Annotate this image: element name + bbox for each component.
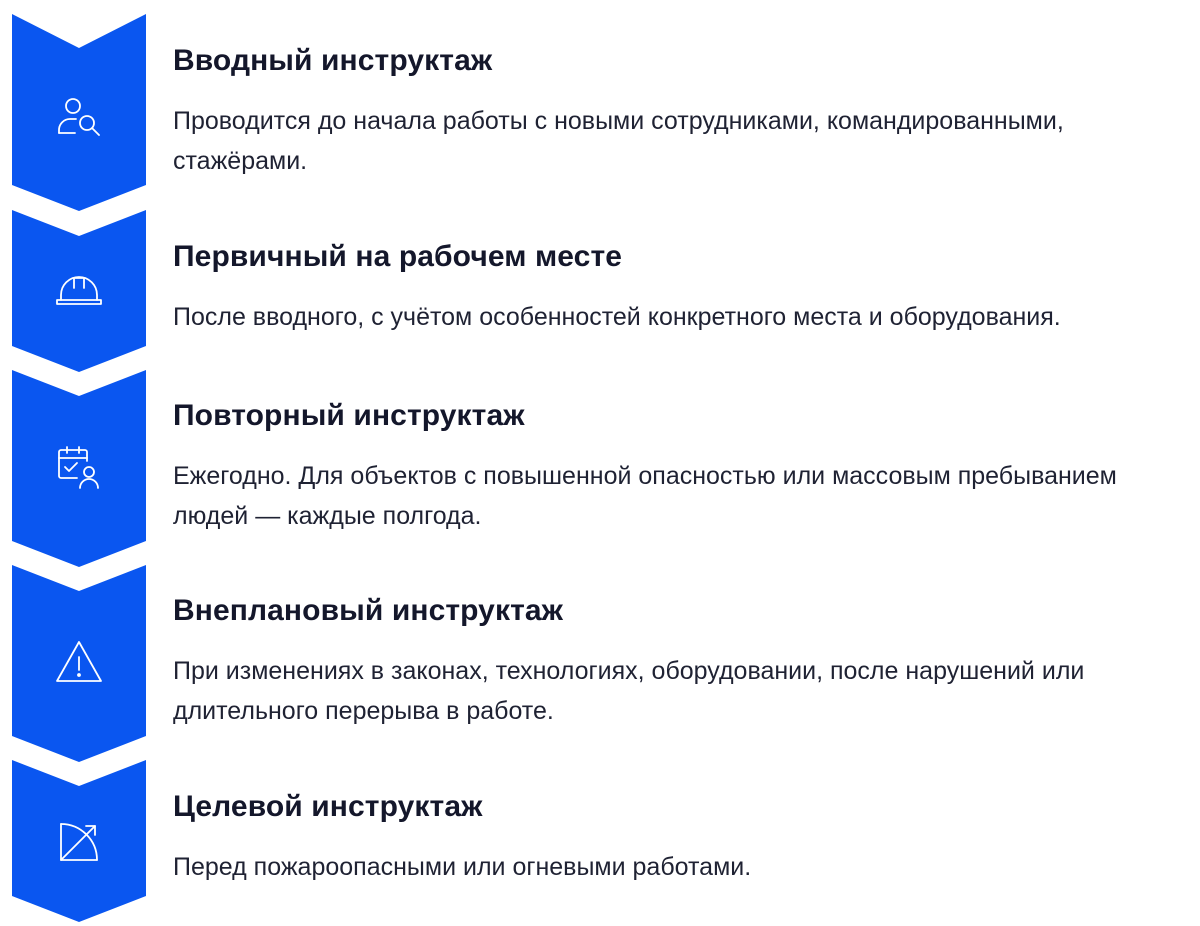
target-arrow-icon bbox=[53, 816, 105, 868]
step-2-description: После вводного, с учётом особенностей ко… bbox=[173, 303, 1061, 331]
step-3-description: Ежегодно. Для объектов с повышенной опас… bbox=[173, 462, 1117, 530]
step-2-chevron bbox=[12, 210, 146, 372]
step-5-title: Целевой инструктаж bbox=[173, 790, 483, 823]
step-5-description: Перед пожароопасными или огневыми работа… bbox=[173, 853, 752, 881]
step-1-title: Вводный инструктаж bbox=[173, 44, 493, 77]
step-1-description: Проводится до начала работы с новыми сот… bbox=[173, 107, 1064, 175]
warning-icon bbox=[53, 637, 105, 689]
hard-hat-icon bbox=[53, 262, 105, 314]
step-2-title: Первичный на рабочем месте bbox=[173, 240, 623, 273]
step-4-description: При изменениях в законах, технологиях, о… bbox=[173, 657, 1085, 725]
step-4-title: Внеплановый инструктаж bbox=[173, 594, 564, 627]
user-search-icon bbox=[53, 92, 105, 144]
step-3-title: Повторный инструктаж bbox=[173, 399, 525, 432]
step-3-chevron bbox=[12, 370, 146, 567]
calendar-user-icon bbox=[53, 442, 105, 494]
